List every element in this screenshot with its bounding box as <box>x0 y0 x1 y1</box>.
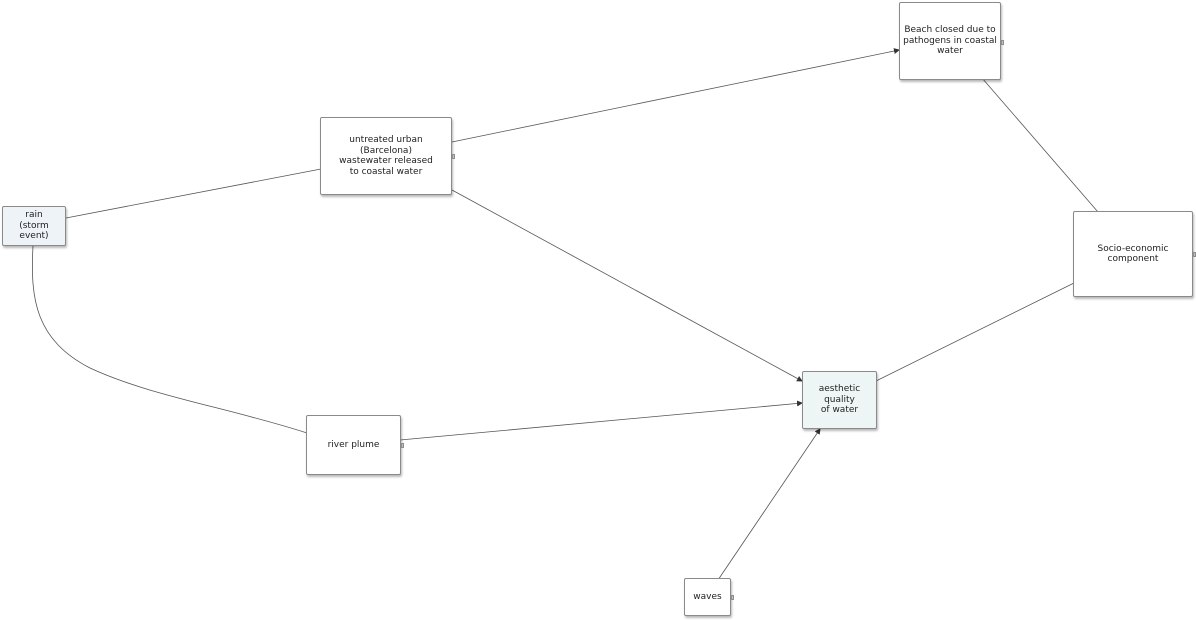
node-beach-closed[interactable]: Beach closed due to pathogens in coastal… <box>899 2 1004 80</box>
edge-aesthetic-quality-to-socio-economic[interactable] <box>875 282 1075 382</box>
edge-rain-to-river-plume[interactable] <box>31 245 308 434</box>
node-label: untreated urban (Barcelona) wastewater r… <box>339 135 433 177</box>
edge-waves-to-aesthetic-quality[interactable] <box>717 428 821 581</box>
node-label: river plume <box>327 439 380 450</box>
connector-handle[interactable] <box>452 154 455 159</box>
node-aesthetic-quality[interactable]: aesthetic quality of water <box>802 371 877 429</box>
node-rain[interactable]: rain (storm event) <box>2 206 66 246</box>
edge-wastewater-to-aesthetic-quality[interactable] <box>451 189 803 382</box>
node-label: Socio-economic component <box>1097 243 1169 265</box>
edge-rain-to-wastewater[interactable] <box>65 168 322 219</box>
node-label: waves <box>693 591 722 602</box>
connector-handle[interactable] <box>1001 40 1004 45</box>
edge-wastewater-to-beach-closed[interactable] <box>451 48 900 143</box>
node-label: Beach closed due to pathogens in coastal… <box>903 25 997 57</box>
node-waves[interactable]: waves <box>684 578 734 616</box>
node-label: aesthetic quality of water <box>818 384 861 416</box>
connector-handle[interactable] <box>401 443 404 448</box>
node-untreated-wastewater[interactable]: untreated urban (Barcelona) wastewater r… <box>320 117 455 195</box>
connector-handle[interactable] <box>731 595 734 600</box>
edge-beach-closed-to-socio-economic[interactable] <box>981 77 1099 213</box>
edge-river-plume-to-aesthetic-quality[interactable] <box>399 400 803 441</box>
node-label: rain (storm event) <box>19 210 49 242</box>
node-river-plume[interactable]: river plume <box>306 415 404 475</box>
node-socio-economic-component[interactable]: Socio-economic component <box>1073 211 1196 297</box>
